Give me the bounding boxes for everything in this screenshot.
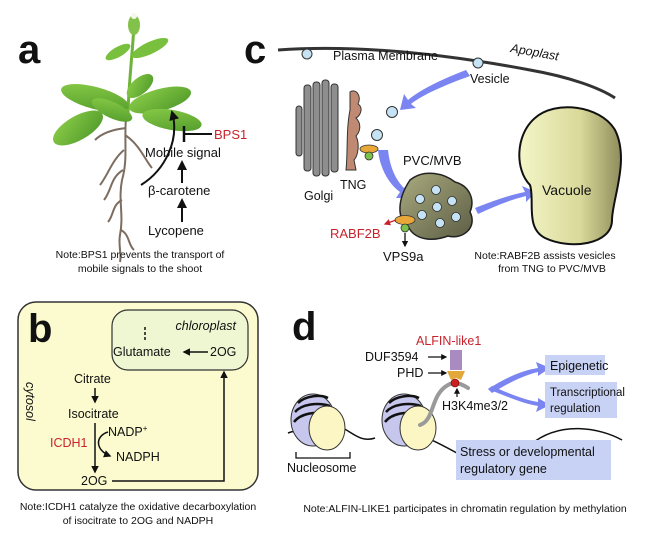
transcriptional-label: Transcriptional <box>550 387 625 399</box>
plasma-membrane-label: Plasma Membrane <box>333 49 438 63</box>
phd-label: PHD <box>397 366 423 380</box>
nucleosome-1 <box>290 393 346 451</box>
golgi-label: Golgi <box>304 189 333 203</box>
tng-structure <box>345 90 362 171</box>
panel-letter-d: d <box>292 305 316 349</box>
rab-arrow <box>383 219 397 226</box>
panel-letter-b: b <box>28 307 52 351</box>
nadp-text: NADP <box>108 425 143 439</box>
vacuole-organelle <box>518 106 622 246</box>
histone-tail <box>418 381 470 427</box>
nadp-superscript: + <box>143 424 148 433</box>
pvc-label: PVC/MVB <box>403 153 462 168</box>
glutamate-label: Glutamate <box>113 345 171 359</box>
root-system <box>94 117 153 263</box>
mobile-signal-label: Mobile signal <box>145 145 221 160</box>
bps1-label: BPS1 <box>214 127 247 142</box>
stem <box>126 24 136 119</box>
note-b-line1: Note:ICDH1 catalyze the oxidative decarb… <box>20 501 257 513</box>
note-a-line1: Note:BPS1 prevents the transport of <box>56 249 225 261</box>
stem-leaves <box>105 37 169 61</box>
panel-letter-a: a <box>18 28 41 72</box>
duf3594-domain <box>450 350 462 370</box>
nucleosome-2 <box>381 393 437 451</box>
vacuole-label: Vacuole <box>542 182 592 198</box>
epigenetic-label: Epigenetic <box>550 359 608 373</box>
apoplast-label: Apoplast <box>508 41 560 63</box>
golgi-stack <box>295 79 339 177</box>
lycopene-label: Lycopene <box>148 223 204 238</box>
note-a-line2: mobile signals to the shoot <box>78 263 202 275</box>
chloroplast-box <box>111 309 249 371</box>
citrate-label: Citrate <box>74 372 111 386</box>
vps9a-label: VPS9a <box>383 249 424 264</box>
flower-bud <box>128 13 140 35</box>
arrow-to-shoot <box>140 110 180 186</box>
panel-c: c Plasma Membrane Apoplast Vesicle Golgi… <box>244 28 622 275</box>
cytosol-2og-label: 2OG <box>81 474 107 488</box>
intraluminal-vesicles <box>415 185 461 228</box>
note-c-line1: Note:RABF2B assists vesicles <box>474 250 615 262</box>
cofactor-arrow <box>97 431 112 458</box>
beta-carotene-label: β-carotene <box>148 183 210 198</box>
rab-protein-pvc <box>394 215 416 225</box>
chloroplast-2og-label: 2OG <box>210 345 236 359</box>
methyl-mark <box>450 378 460 388</box>
h3k4me-label: H3K4me3/2 <box>442 399 508 413</box>
cytosol-label: cytosol <box>23 382 37 422</box>
cytosolic-vesicles <box>371 106 398 141</box>
nucleosome-bracket <box>295 452 351 459</box>
panel-d: d Nucleosome H3K4me3/2 ALFIN-like1 DUF35… <box>287 305 627 515</box>
arrow-2og-to-chloroplast <box>112 370 228 482</box>
panel-letter-c: c <box>244 28 266 72</box>
plasma-membrane-line <box>277 46 616 100</box>
trafficking-arrows <box>378 70 536 214</box>
note-b-line2: of isocitrate to 2OG and NADPH <box>63 515 214 527</box>
nadp-label: NADP+ <box>108 424 148 439</box>
gef-protein-tng <box>364 151 374 161</box>
tng-label: TNG <box>340 178 366 192</box>
icdh1-label: ICDH1 <box>50 436 88 450</box>
gene-label-line1: Stress or developmental <box>460 445 595 459</box>
gene-label-line2: regulatory gene <box>460 462 547 476</box>
isocitrate-label: Isocitrate <box>68 407 119 421</box>
alfin-like1-label: ALFIN-like1 <box>416 334 481 348</box>
panel-b: b chloroplast Glutamate 2OG cytosol Citr… <box>17 301 259 527</box>
panel-a: a <box>18 13 247 275</box>
duf3594-label: DUF3594 <box>365 350 419 364</box>
note-c-line2: from TNG to PVC/MVB <box>498 263 606 275</box>
phd-domain <box>447 371 465 380</box>
gef-protein-pvc <box>400 223 410 233</box>
gene-box <box>456 440 611 480</box>
membrane-vesicles <box>301 48 484 69</box>
outcome-arrows <box>488 362 550 412</box>
rabf2b-label: RABF2B <box>330 226 381 241</box>
epigenetic-box <box>545 355 605 375</box>
nucleosome-label: Nucleosome <box>287 461 357 475</box>
transcriptional-box <box>545 382 617 418</box>
chloroplast-label: chloroplast <box>176 319 237 333</box>
vesicle-label: Vesicle <box>470 72 510 86</box>
nadph-label: NADPH <box>116 450 160 464</box>
note-d: Note:ALFIN-LIKE1 participates in chromat… <box>303 503 626 515</box>
regulation-label: regulation <box>550 403 601 415</box>
